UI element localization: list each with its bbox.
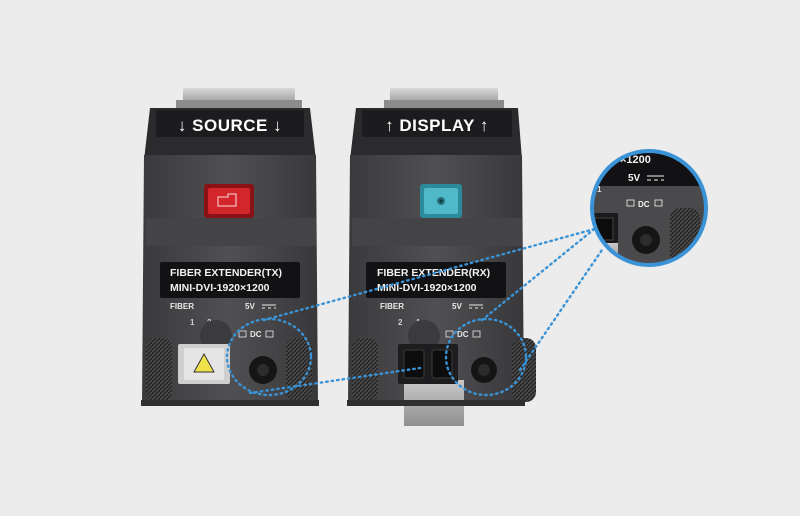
rx-label-line2: MINI-DVI-1920×1200 [377,282,477,294]
rx-callout-line-lower [518,248,604,372]
tx-label-line1: FIBER EXTENDER(TX) [170,267,282,279]
rx-label-plate [366,262,506,298]
tx-label-plate [160,262,300,298]
zoom-ring [590,149,708,267]
rx-dc-label: DC [457,330,469,339]
transmitter-device: ↓ SOURCE ↓ FIBER EXTENDER(TX) MINI-DVI-1… [141,88,319,406]
rx-thumbscrew-left [352,338,378,402]
rx-port-number-2: 2 [398,318,403,327]
zoom-dc-label: DC [638,200,650,209]
zoom-callout: ×1200 5V 1 DC [590,149,708,267]
rx-fiber-label: FIBER [380,302,404,311]
tx-label-line2: MINI-DVI-1920×1200 [170,282,270,294]
receiver-device: ↑ DISPLAY ↑ FIBER EXTENDER(RX) MINI-DVI-… [347,88,536,426]
tx-thumbscrew-left [146,338,172,402]
rx-banner-text: ↑ DISPLAY ↑ [385,116,489,135]
zoom-port-number: 1 [597,185,602,194]
callout-overlay [225,224,604,397]
tx-callout-line [262,226,600,322]
tx-banner-text: ↓ SOURCE ↓ [178,116,282,135]
tx-fiber-label: FIBER [170,302,194,311]
rx-dc-callout-circle [444,317,528,397]
tx-port-number-1: 1 [190,318,195,327]
rx-power-label: 5V [452,302,462,311]
tx-dc-label: DC [250,330,262,339]
tx-callout-line-lower [248,366,422,395]
rx-banner [362,110,512,137]
tx-power-label: 5V [245,302,255,311]
tx-banner [156,110,304,137]
zoom-power-label: 5V [628,173,641,184]
